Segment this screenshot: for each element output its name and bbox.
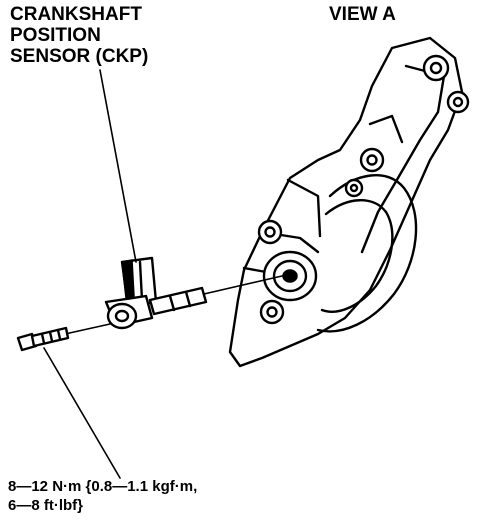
- ckp-sensor: [104, 256, 208, 330]
- ckp-label-line-1: CRANKSHAFT: [10, 4, 142, 25]
- crank-pulley-hub: [262, 250, 318, 302]
- mounting-bolt: [16, 326, 70, 352]
- ckp-label-line-2: POSITION: [10, 25, 101, 46]
- torque-line-1: 8—12 N·m {0.8—1.1 kgf·m,: [8, 478, 198, 495]
- alignment-guides: [37, 69, 283, 479]
- ckp-sensor-label: CRANKSHAFT POSITION SENSOR (CKP): [10, 4, 148, 67]
- view-label: VIEW A: [329, 4, 396, 25]
- ckp-label-line-3: SENSOR (CKP): [10, 46, 149, 67]
- torque-spec-label: 8—12 N·m {0.8—1.1 kgf·m, 6—8 ft·lbf}: [8, 477, 197, 515]
- bolt-bosses: [257, 54, 470, 325]
- torque-line-2: 6—8 ft·lbf}: [8, 497, 83, 514]
